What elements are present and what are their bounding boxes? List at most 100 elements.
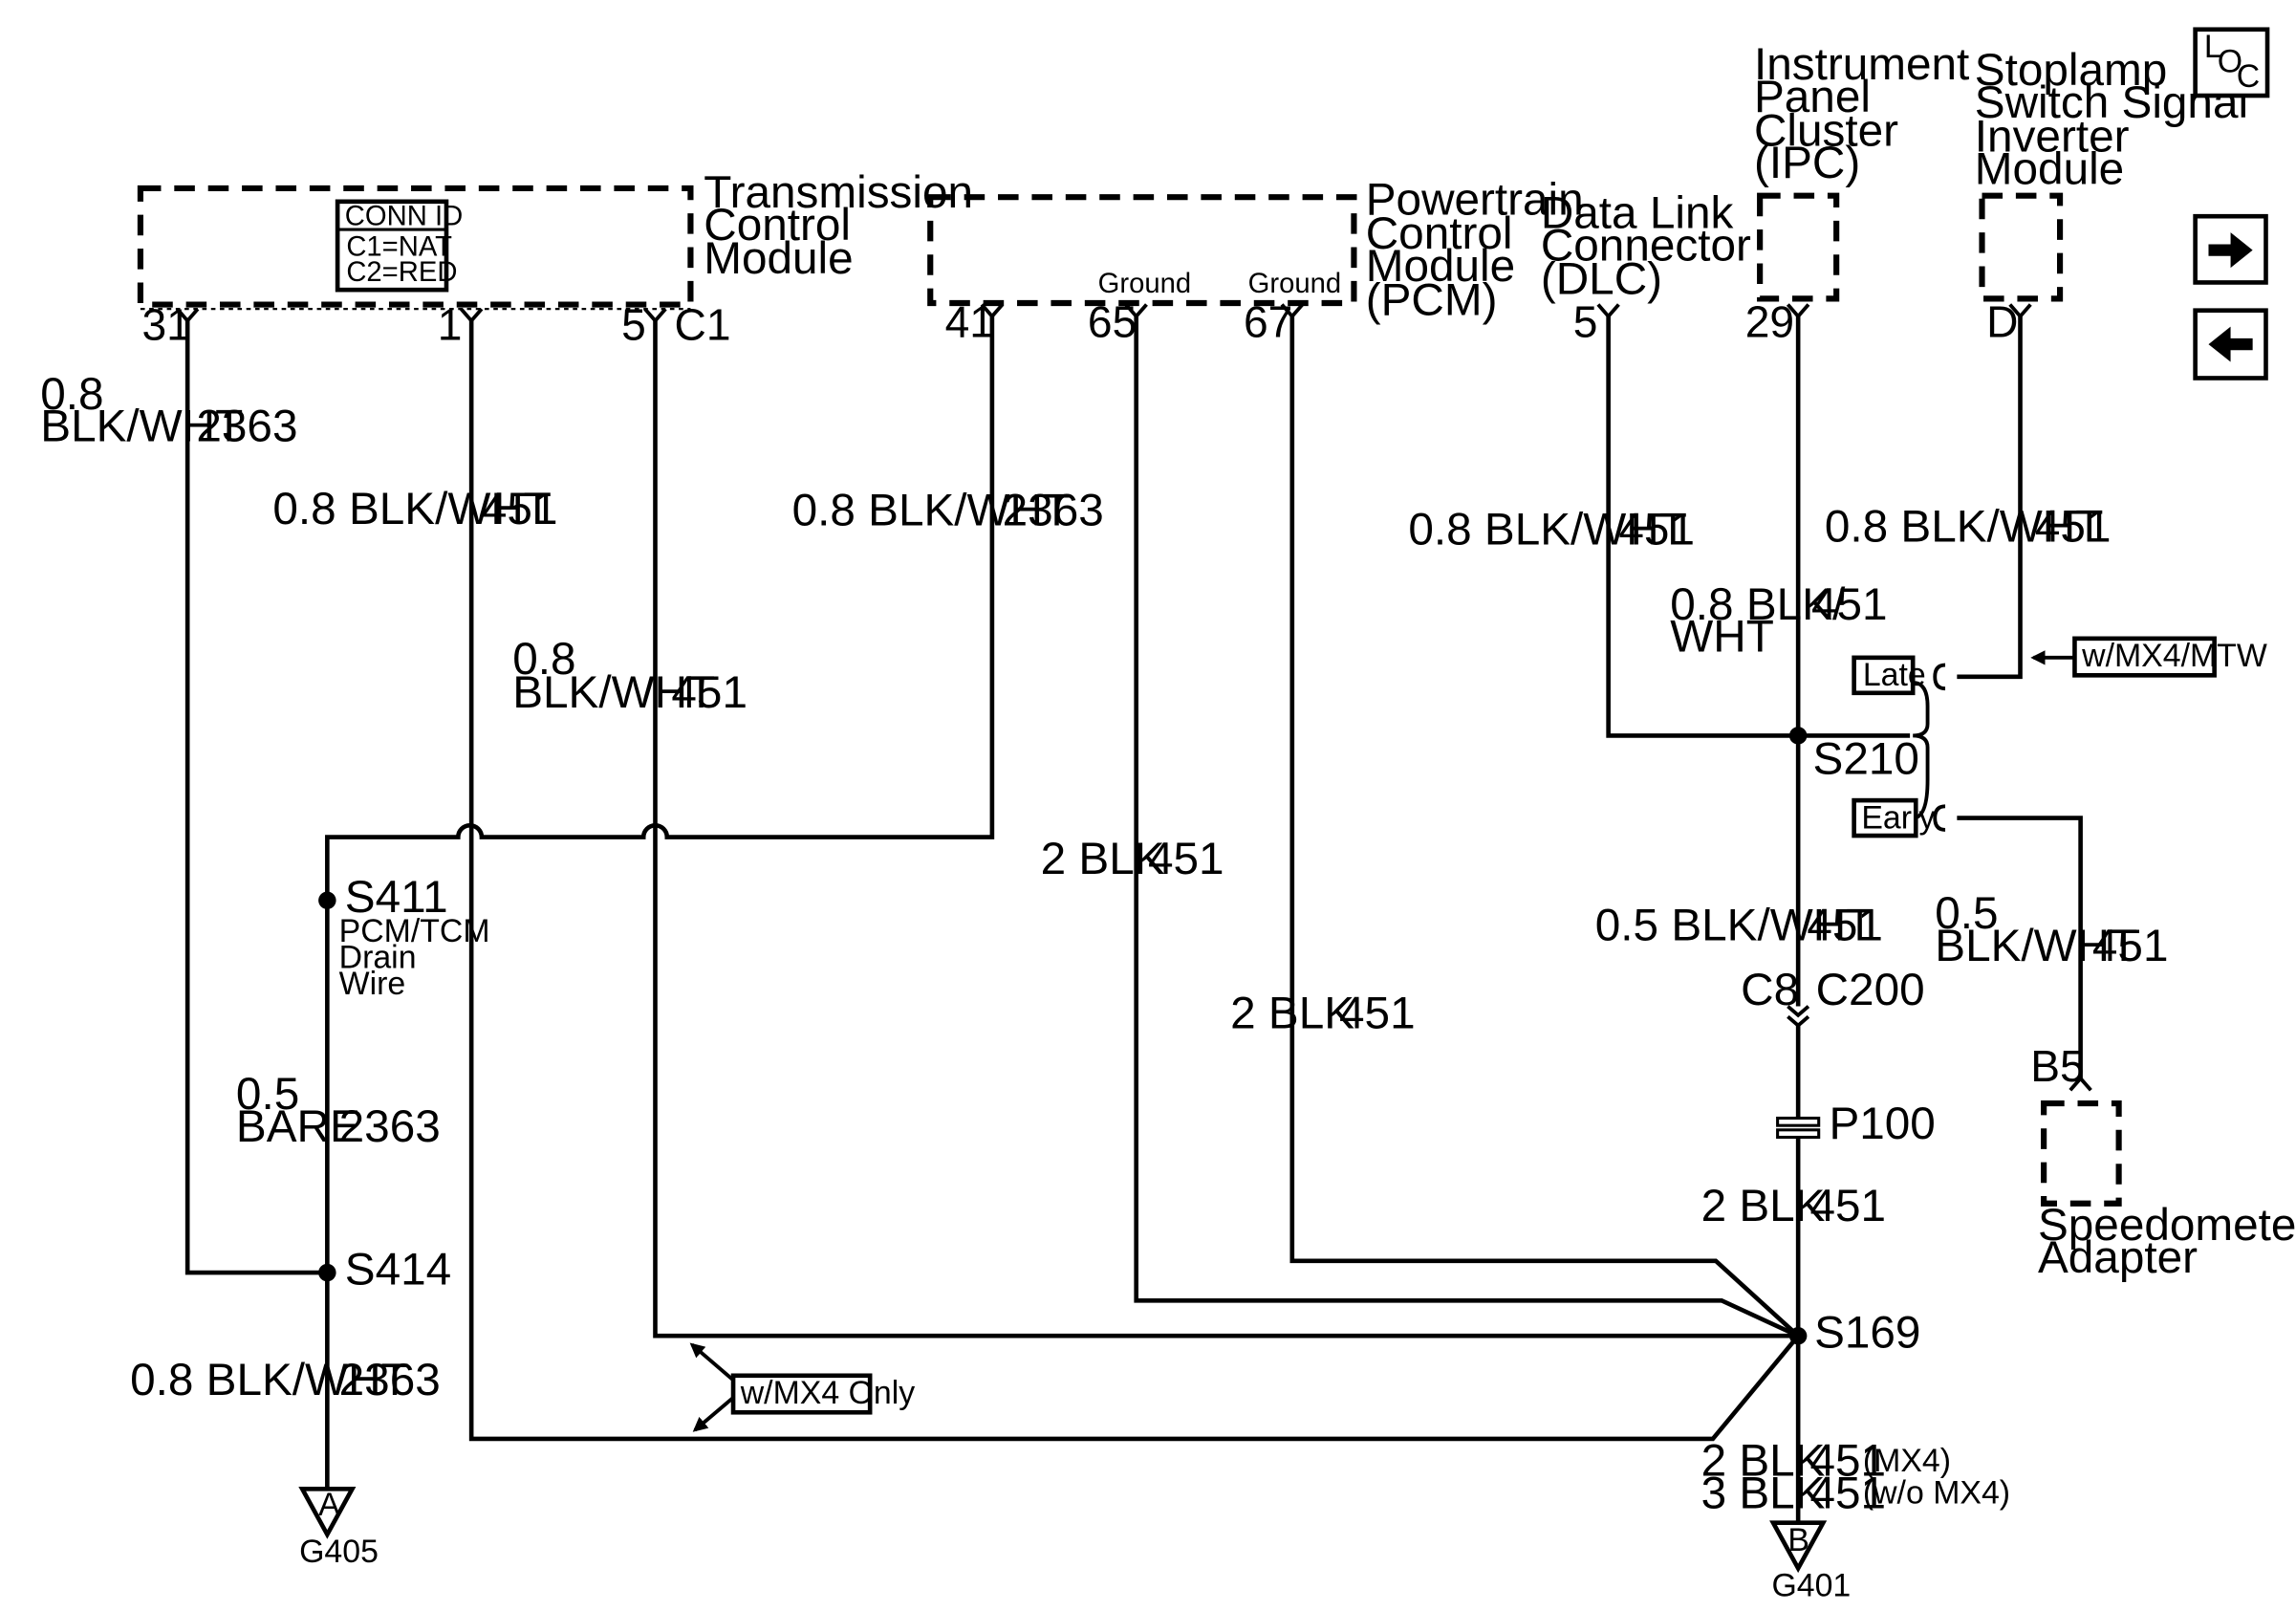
ipc-name-line1: Instrument (1754, 39, 1969, 90)
ground-g405: A G405 (298, 1486, 379, 1570)
conn-id-c1: C1=NAT (346, 232, 452, 263)
pin-dlc-5: 5 (1573, 296, 1598, 346)
pcm-name-line1: Powertrain (1366, 175, 1584, 226)
connector-p100-label: P100 (1829, 1099, 1935, 1149)
pin-tcm-1: 1 (438, 299, 463, 349)
wire-5-size: 0.8 (512, 634, 575, 685)
wire-bare-color: BARE (236, 1101, 360, 1152)
back-button[interactable] (2193, 308, 2268, 381)
wire-ipc-circuit: 451 (1811, 579, 1888, 630)
wire-67-label: 2 BLK (1230, 989, 1354, 1039)
wire-1-label: 0.8 BLK/WHT (272, 484, 552, 534)
ground-g401-letter: B (1787, 1522, 1809, 1558)
wire-g401-mx4-label: 2 BLK (1701, 1435, 1826, 1486)
wire-bare-circuit: 2363 (339, 1101, 441, 1152)
dlc-name-line2: Connector (1541, 220, 1751, 271)
tcm-component: Transmission Control Module (137, 167, 973, 311)
ground-g405-letter: A (318, 1487, 340, 1523)
pin-speedo-b5: B5 (2030, 1041, 2084, 1091)
option-late-label: Late (1863, 657, 1926, 693)
wire-p100-circuit: 451 (1809, 1181, 1886, 1231)
wire-dlc-label: 0.8 BLK/WHT (1408, 504, 1687, 555)
wire-g401-mx4-note: (MX4) (1863, 1443, 1951, 1479)
wire-ipc-line1: 0.8 BLK/ (1670, 579, 1846, 630)
inverter-component: Stoplamp Switch Signal Inverter Module (1975, 45, 2248, 302)
option-early-tag: Early (1852, 797, 1936, 838)
pcm-name-line3: Module (1366, 241, 1515, 292)
wire-g401-mx4-circuit: 451 (1809, 1435, 1886, 1486)
loc-letter-c: C (2237, 58, 2260, 95)
wire-67-circuit: 451 (1339, 989, 1416, 1039)
wire-speedo-circuit: 451 (2092, 921, 2169, 971)
wire-bare-size: 0.5 (236, 1069, 299, 1120)
conn-id-box: CONN ID C1=NAT C2=RED (335, 199, 463, 293)
wire-inverter-circuit: 451 (2035, 501, 2112, 552)
pcm-name-line4: (PCM) (1366, 274, 1498, 325)
tcm-name-line3: Module (704, 233, 853, 284)
wire-speedo-size: 0.5 (1935, 888, 1998, 939)
wire-g401-womx4-circuit: 451 (1809, 1468, 1886, 1518)
wire-31-circuit: 2363 (196, 402, 297, 452)
option-brace (1912, 663, 1946, 832)
inverter-name-line4: Module (1975, 143, 2124, 194)
pcm-component: Ground Ground Powertrain Control Module … (927, 175, 1584, 325)
conn-id-c2: C2=RED (346, 257, 457, 288)
wire-41-circuit: 2363 (1003, 485, 1104, 535)
wire-65-circuit: 451 (1148, 834, 1224, 884)
pin-tcm-c1: C1 (675, 299, 731, 349)
pin-pcm-67: 67 (1244, 296, 1292, 346)
pin-tcm-5: 5 (621, 299, 646, 349)
ipc-name-line4: (IPC) (1754, 138, 1860, 188)
wire-s210-label: 0.5 BLK/WHT (1595, 900, 1874, 950)
connector-c200-symbol (1787, 1005, 1810, 1029)
wire-ipc-line2: WHT (1670, 612, 1774, 663)
option-mx4-mtw-tag: w/MX4/MTW (2030, 636, 2267, 678)
splice-s411-note-1: PCM/TCM (339, 913, 490, 949)
ground-g401-name: G401 (1771, 1568, 1851, 1604)
wire-65-label: 2 BLK (1041, 834, 1165, 884)
splice-s411-dot (318, 891, 336, 909)
wire-speedo-color: BLK/WHT (1935, 921, 2137, 971)
wire-s210-circuit: 451 (1807, 900, 1883, 950)
splice-s411-note-2: Drain (339, 940, 417, 976)
loc-button[interactable]: L O C (2193, 27, 2270, 98)
connector-c200-label: C200 (1816, 965, 1925, 1015)
option-mx4-only-tag: w/MX4 Only (689, 1342, 915, 1432)
splice-s414-label: S414 (345, 1244, 451, 1295)
wire-g401-womx4-note: (w/o MX4) (1863, 1475, 2010, 1512)
p100-symbol (1776, 1116, 1821, 1140)
wire-1-circuit: 451 (482, 484, 558, 534)
dlc-component: Data Link Connector (DLC) (1541, 188, 1751, 305)
wire-5-color: BLK/WHT (512, 667, 715, 718)
loc-letter-l: L (2204, 29, 2222, 65)
ipc-component: Instrument Panel Cluster (IPC) (1754, 39, 1969, 302)
ipc-name-line3: Cluster (1754, 105, 1898, 156)
option-early-label: Early (1861, 799, 1935, 836)
option-mx4-mtw-label: w/MX4/MTW (2081, 638, 2267, 674)
pin-inverter-d: D (1986, 296, 2018, 346)
connector-c8-label: C8 (1741, 965, 1799, 1015)
dlc-name-line3: (DLC) (1541, 254, 1662, 305)
conn-id-title: CONN ID (345, 201, 463, 231)
tcm-name-line2: Control (704, 200, 851, 250)
pin-numbers: 31 1 5 C1 41 65 67 5 29 D B5 (141, 296, 2084, 1091)
tcm-name-line1: Transmission (704, 167, 973, 218)
splice-labels: S411 PCM/TCM Drain Wire S414 S210 S169 C… (339, 733, 1936, 1358)
option-late-tag: Late (1852, 655, 1926, 696)
wires (184, 316, 2083, 1523)
splice-s210-label: S210 (1813, 733, 1919, 784)
speedometer-adapter-component: Speedometer Adapter (2038, 1100, 2296, 1283)
splice-s210-dot (1788, 727, 1808, 745)
wire-dlc-circuit: 451 (1618, 504, 1695, 555)
forward-button[interactable] (2193, 213, 2268, 285)
splice-s411-label: S411 (345, 872, 448, 923)
splice-s169-label: S169 (1814, 1308, 1920, 1359)
wire-labels: 0.8 BLK/WHT 2363 0.8 BLK/WHT 451 0.8 BLK… (40, 369, 2168, 1518)
pin-ipc-29: 29 (1745, 296, 1794, 346)
ground-g401: B G401 (1769, 1520, 1851, 1604)
inverter-name-line1: Stoplamp (1975, 45, 2167, 96)
inverter-name-line3: Inverter (1975, 111, 2130, 162)
splice-dots (318, 727, 1808, 1345)
pin-pcm-41: 41 (945, 296, 994, 346)
